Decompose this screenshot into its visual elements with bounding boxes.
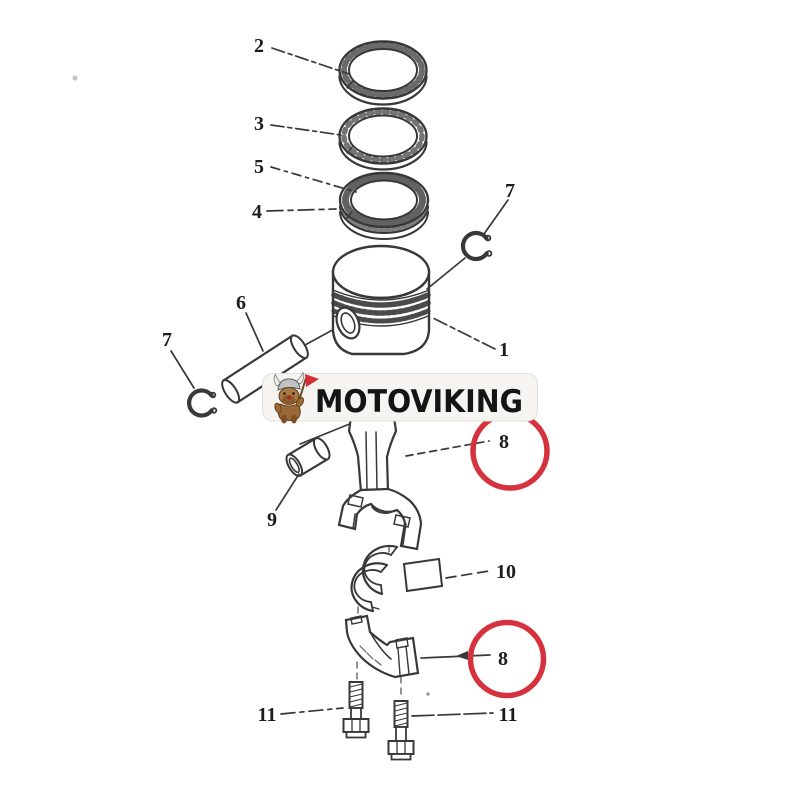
oil-ring-set-drawing (338, 171, 430, 240)
rod-bolt-left-drawing (342, 681, 370, 739)
highlight-circle-bottom (467, 619, 547, 699)
callout-6: 6 (236, 292, 246, 314)
callout-7-right: 7 (505, 180, 515, 202)
callout-11-right: 11 (499, 704, 518, 726)
leader-9 (275, 473, 300, 511)
callout-4: 4 (252, 201, 262, 223)
callout-1: 1 (499, 339, 509, 361)
scan-speck (72, 75, 78, 81)
leader-4 (266, 208, 337, 212)
brand-watermark: MOTOVIKING (262, 371, 538, 424)
callout-7-left: 7 (162, 329, 172, 351)
callout-10: 10 (496, 561, 516, 583)
brand-name-text: MOTOVIKING (315, 384, 523, 420)
piston-pin-drawing (221, 334, 309, 404)
leader-8-top (405, 440, 490, 457)
assembly-centerlines (356, 545, 402, 700)
snap-ring-right-drawing (460, 230, 493, 262)
leader-11-left (280, 707, 344, 715)
bushing-drawing (285, 436, 331, 478)
piston-ring-second-drawing (338, 107, 428, 171)
bearing-shell-drawing (350, 544, 444, 613)
piston-ring-top-drawing (338, 40, 428, 106)
viking-mascot-icon (273, 371, 319, 424)
diagram-linework (170, 40, 509, 761)
callout-11-left: 11 (258, 704, 277, 726)
leader-8-bottom (420, 654, 491, 659)
leader-8-bottom-arrowhead (456, 651, 468, 660)
callout-2: 2 (254, 35, 264, 57)
leader-3 (270, 124, 342, 136)
leader-6 (245, 312, 264, 352)
leader-1 (432, 317, 496, 350)
callout-5: 5 (254, 156, 264, 178)
leader-2 (271, 47, 350, 75)
highlight-circle-top (470, 411, 550, 491)
leader-lines (170, 47, 509, 717)
rod-bolt-right-drawing (387, 700, 415, 761)
callout-labels: 2 3 5 4 7 1 6 7 9 8 10 8 11 11 (162, 35, 517, 726)
leader-7-left (170, 350, 195, 389)
mascot-flag (305, 374, 319, 387)
logo-background (262, 373, 538, 422)
bearing-cap-drawing (344, 614, 420, 679)
scan-speck (426, 692, 430, 696)
leader-11-right (411, 712, 494, 717)
piston-drawing (331, 244, 431, 356)
snap-ring-left-drawing (187, 388, 218, 418)
callout-8-bottom: 8 (498, 648, 508, 670)
callout-8-top: 8 (499, 431, 509, 453)
leader-10 (445, 570, 490, 579)
leader-5 (270, 166, 357, 193)
callout-3: 3 (254, 113, 264, 135)
callout-9: 9 (267, 509, 277, 531)
connecting-rod-drawing (299, 408, 423, 551)
leader-7-right (483, 199, 509, 235)
leader-7-right-to-piston (426, 257, 466, 290)
